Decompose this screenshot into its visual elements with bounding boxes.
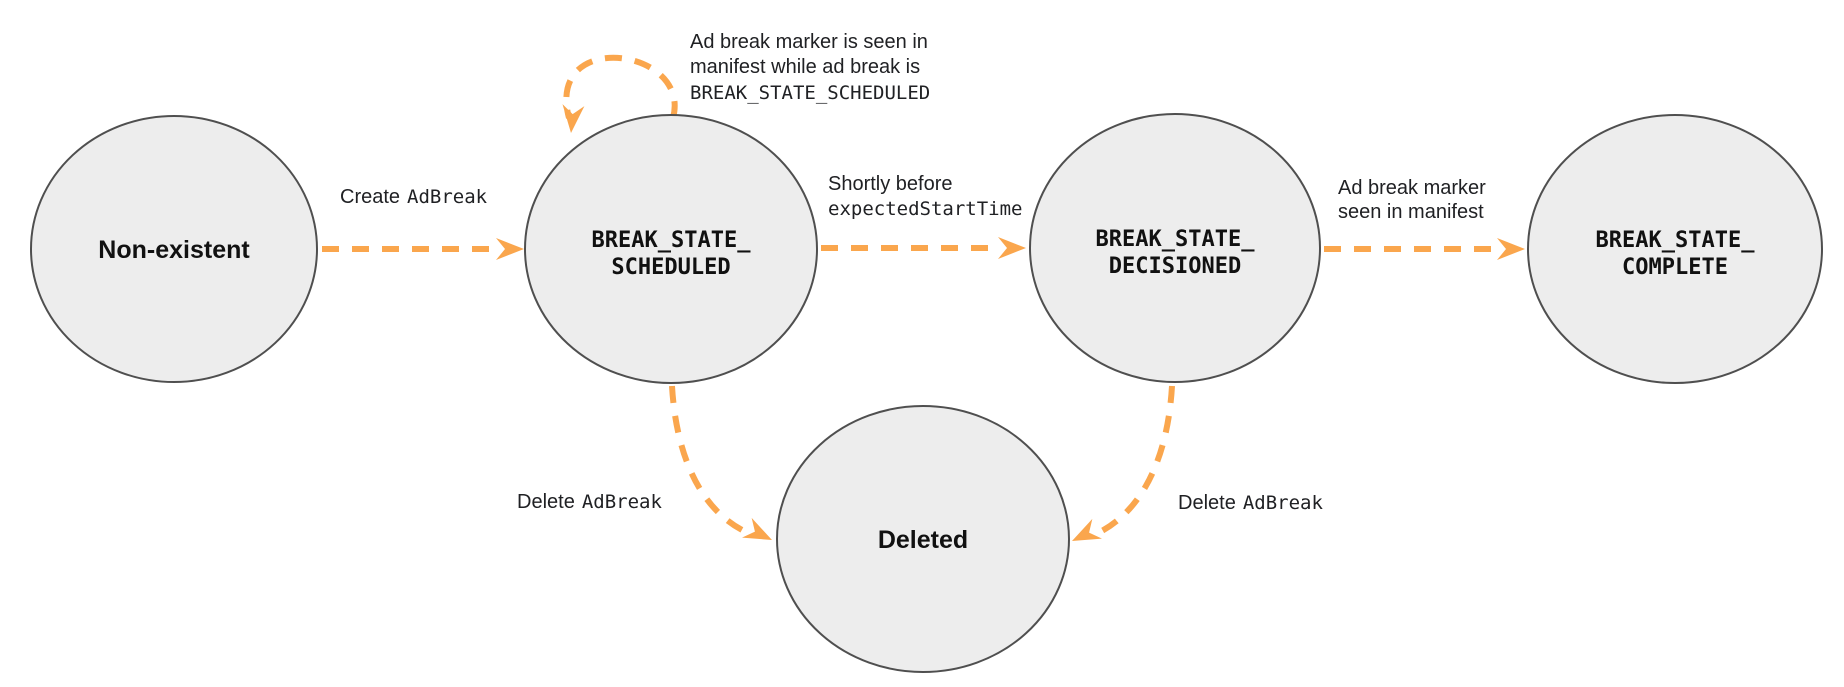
edge-self-loop-scheduled: Ad break marker is seen in manifest whil… — [562, 31, 930, 133]
edge-label-selfloop-line3: BREAK_STATE_SCHEDULED — [690, 82, 930, 104]
edge-line — [563, 54, 678, 119]
edge-decisioned-to-complete: Ad break marker seen in manifest — [1324, 177, 1525, 260]
arrowhead-icon — [562, 104, 585, 133]
state-circle — [524, 114, 818, 384]
state-label-decisioned: BREAK_STATE_DECISIONED — [1096, 227, 1256, 279]
state-node-break-state-complete: BREAK_STATE_COMPLETE — [1527, 114, 1823, 384]
edge-line — [669, 385, 748, 535]
edge-label-shortly-line1: Shortly before — [828, 173, 953, 195]
arrowhead-icon — [496, 238, 524, 260]
state-circle — [30, 115, 318, 383]
state-node-deleted: Deleted — [776, 405, 1070, 673]
arrowhead-icon — [998, 237, 1026, 259]
state-label-deleted: Deleted — [878, 526, 968, 554]
state-node-break-state-decisioned: BREAK_STATE_DECISIONED — [1029, 113, 1321, 383]
state-circle — [776, 405, 1070, 673]
state-label-scheduled: BREAK_STATE_SCHEDULED — [592, 228, 752, 280]
edge-label-selfloop-line1: Ad break marker is seen in — [690, 31, 928, 53]
state-label-complete: BREAK_STATE_COMPLETE — [1596, 228, 1756, 280]
state-circle — [1029, 113, 1321, 383]
arrowhead-icon — [1072, 518, 1102, 541]
edge-label-marker-line2: seen in manifest — [1338, 201, 1484, 223]
state-node-break-state-scheduled: BREAK_STATE_SCHEDULED — [524, 114, 818, 384]
edge-scheduled-to-decisioned: Shortly before expectedStartTime — [821, 173, 1026, 259]
arrowhead-icon — [742, 517, 772, 540]
edge-label-marker-line1: Ad break marker — [1338, 177, 1486, 199]
state-circle — [1527, 114, 1823, 384]
edge-label-shortly-line2: expectedStartTime — [828, 198, 1022, 220]
arrowhead-icon — [1497, 238, 1525, 260]
edge-line — [1096, 385, 1175, 536]
state-node-non-existent: Non-existent — [30, 115, 318, 383]
edge-label-selfloop-line2: manifest while ad break is — [690, 56, 920, 78]
state-label-non-existent: Non-existent — [98, 236, 250, 264]
